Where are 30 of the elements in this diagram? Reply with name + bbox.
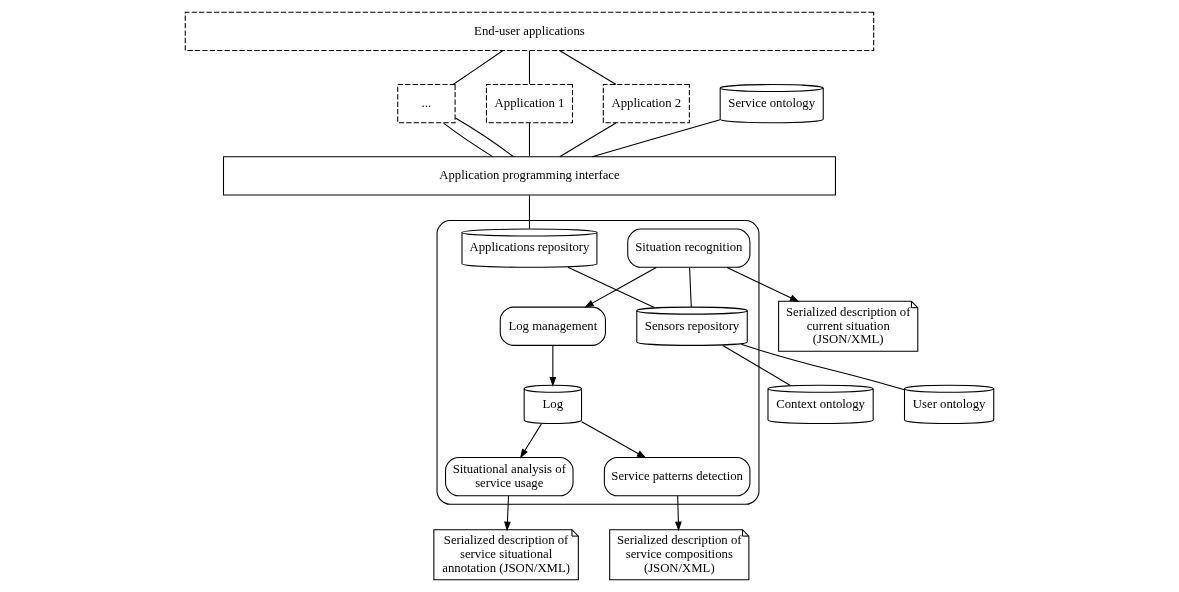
node-box: Situational analysis of service usage <box>445 456 574 497</box>
node-box: ... <box>397 84 456 124</box>
connector <box>722 345 791 386</box>
arrow <box>581 421 647 459</box>
connector <box>454 117 514 158</box>
connector <box>559 50 617 85</box>
connector <box>443 122 494 158</box>
node-box: Situation recognition <box>627 228 751 268</box>
node-box: Application 1 <box>485 84 574 124</box>
arrow <box>519 423 542 459</box>
node-box: Application programming interface <box>222 156 836 196</box>
connector <box>528 122 530 157</box>
arrow <box>726 266 800 302</box>
arrow <box>675 495 682 532</box>
connector <box>452 50 504 85</box>
connector <box>528 50 530 85</box>
node-box: Application 2 <box>602 84 690 124</box>
arrow <box>549 345 557 387</box>
connector <box>567 266 655 309</box>
connector <box>740 343 905 391</box>
arrow <box>584 266 657 308</box>
connector <box>689 267 692 308</box>
arrow <box>504 495 511 532</box>
connector <box>559 122 617 158</box>
node-box: Service patterns detection <box>603 456 751 497</box>
node-box: Log management <box>499 306 606 346</box>
cluster <box>436 220 760 505</box>
node-box: End-user applications <box>184 11 875 52</box>
connector <box>591 119 721 158</box>
connector <box>528 194 530 230</box>
